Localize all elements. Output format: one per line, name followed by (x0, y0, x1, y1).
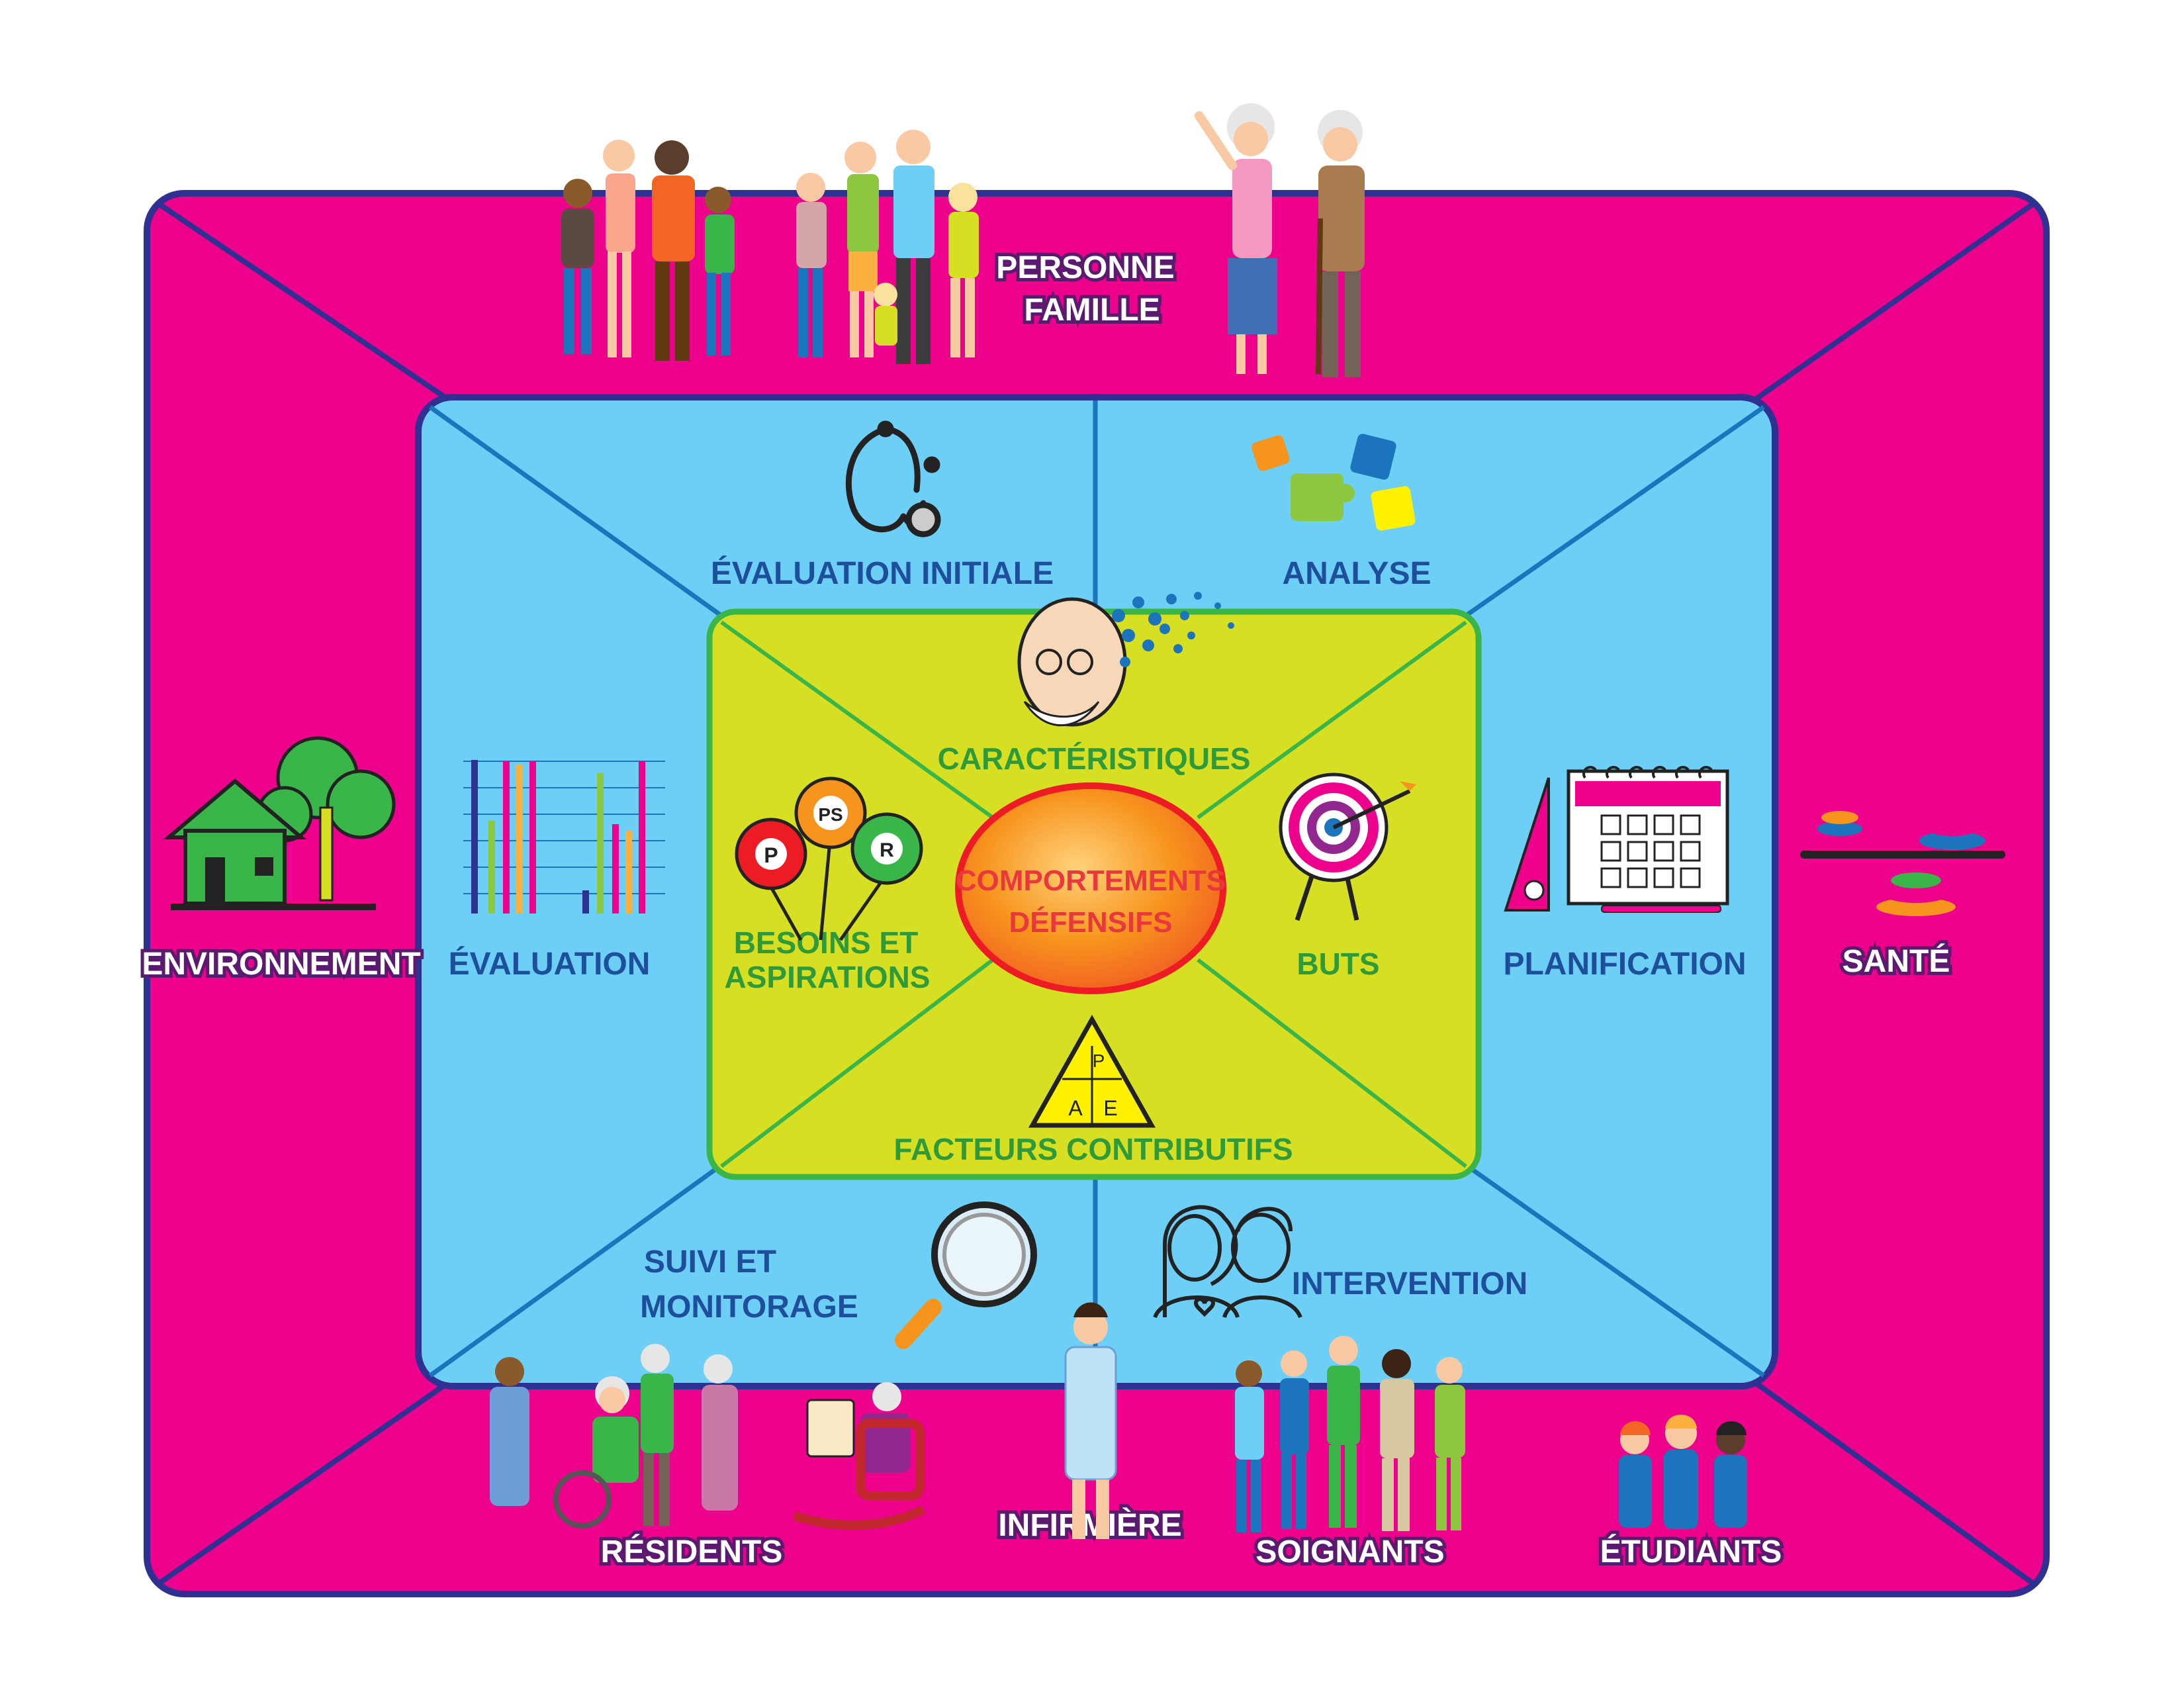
label-besoins-line1: BESOINS ET (734, 925, 919, 960)
speech-badges-icon: P PS R (735, 776, 923, 941)
label-facteurs: FACTEURS CONTRIBUTIFS (893, 1132, 1293, 1166)
residents-icon (490, 1344, 926, 1530)
label-personne: PERSONNE (996, 250, 1174, 285)
house-tree-icon (163, 736, 396, 910)
stethoscope-icon (845, 420, 941, 538)
caregivers-icon (1235, 1336, 1465, 1532)
triangle-e-text: E (1103, 1096, 1117, 1120)
balance-stones-icon (1800, 811, 2005, 916)
label-intervention: INTERVENTION (1292, 1266, 1527, 1301)
label-buts: BUTS (1297, 947, 1379, 981)
label-suivi-line2: MONITORAGE (640, 1289, 858, 1325)
label-caracteristiques: CARACTÉRISTIQUES (938, 741, 1251, 776)
family-group-icon (561, 140, 735, 361)
label-besoins-line2: ASPIRATIONS (725, 960, 931, 994)
two-faces-icon (1153, 1205, 1302, 1319)
calendar-icon (1504, 766, 1729, 913)
center-label-line1: COMPORTEMENTS (956, 865, 1226, 897)
triangle-pae-icon: P A E (1028, 1014, 1156, 1128)
badge-r-text: R (880, 839, 894, 861)
label-planification: PLANIFICATION (1503, 947, 1746, 982)
badge-p-text: P (764, 843, 778, 867)
badge-ps-text: PS (818, 804, 842, 825)
magnifier-icon (895, 1201, 1037, 1349)
label-analyse: ANALYSE (1283, 556, 1432, 591)
center-label-line2: DÉFENSIFS (1009, 906, 1173, 939)
students-icon (1619, 1415, 1747, 1529)
label-environnement: ENVIRONNEMENT (142, 947, 420, 982)
family-group-2-icon (796, 130, 979, 364)
label-evaluation-initiale: ÉVALUATION INITIALE (711, 555, 1054, 591)
label-residents: RÉSIDENTS (601, 1534, 783, 1570)
target-icon (1279, 773, 1416, 921)
triangle-p-text: P (1093, 1051, 1105, 1071)
elderly-couple-icon (1195, 103, 1365, 377)
label-suivi-line1: SUIVI ET (644, 1244, 776, 1280)
puzzle-icon (1251, 434, 1416, 531)
label-etudiants: ÉTUDIANTS (1600, 1534, 1782, 1570)
triangle-a-text: A (1068, 1096, 1083, 1120)
bar-chart-icon (463, 760, 665, 914)
label-evaluation: ÉVALUATION (449, 946, 651, 982)
label-sante: SANTÉ (1843, 943, 1950, 979)
elderly-face-icon (1017, 592, 1234, 727)
center-node: COMPORTEMENTS DÉFENSIFS (955, 782, 1226, 994)
nurse-icon (1064, 1302, 1117, 1539)
label-infirmiere: INFIRMIÈRE (998, 1507, 1181, 1543)
label-soignants: SOIGNANTS (1255, 1534, 1444, 1570)
label-famille: FAMILLE (1024, 293, 1160, 328)
